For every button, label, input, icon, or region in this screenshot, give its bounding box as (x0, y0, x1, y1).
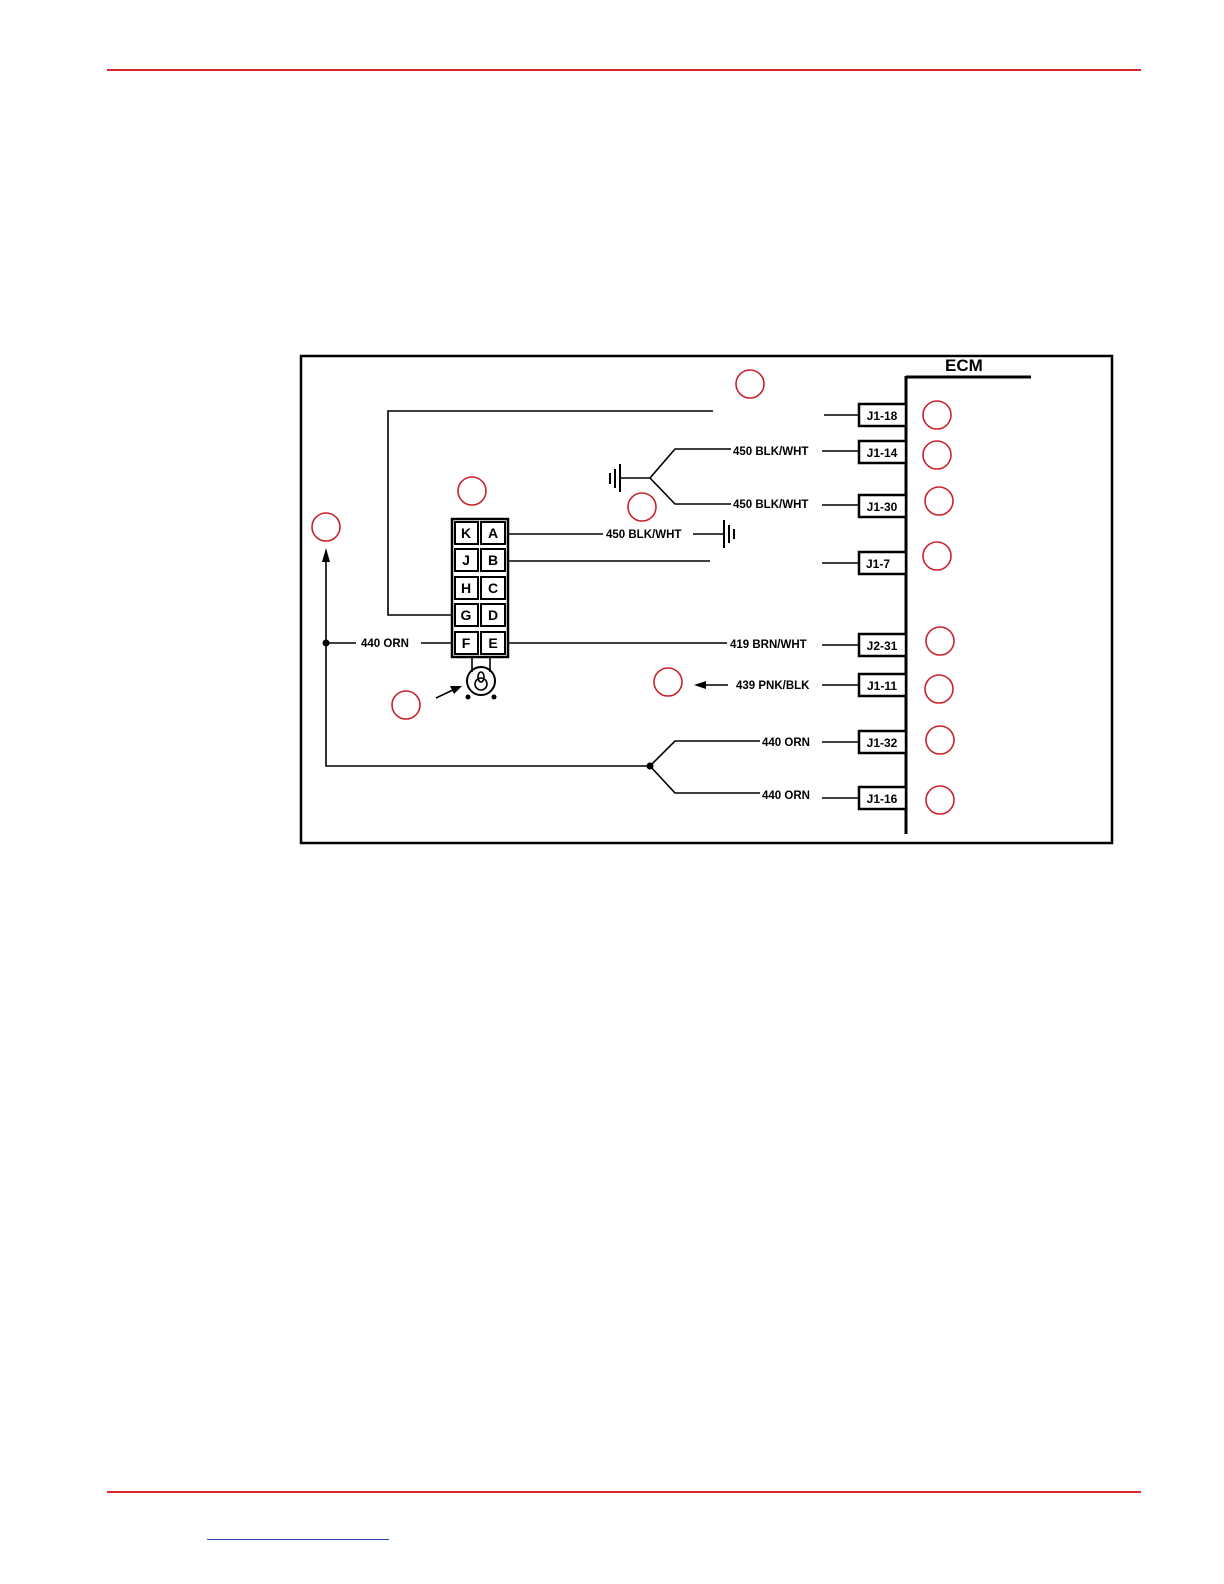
callout-marker (926, 627, 954, 655)
wire-label-j1-11: 439 PNK/BLK (736, 680, 810, 692)
wire-label-j1-14: 450 BLK/WHT (733, 446, 808, 458)
footer-rule (107, 1491, 1141, 1493)
ecm-pin-j1-18: J1-18 (859, 404, 906, 426)
connector-cell: A (488, 525, 498, 541)
svg-text:J1-11: J1-11 (867, 679, 897, 693)
wire-label-j2-31: 419 BRN/WHT (730, 639, 807, 651)
connector-cell: B (488, 552, 498, 568)
wire-label-pin-f: 440 ORN (361, 638, 409, 650)
callout-markers (312, 370, 954, 814)
connector-cell: J (462, 552, 470, 568)
callout-marker (925, 487, 953, 515)
connector-cell: F (462, 635, 471, 651)
callout-marker (926, 786, 954, 814)
junction-dot (647, 763, 654, 770)
connector-block: K A J B H C G D F E (452, 519, 508, 657)
wire-label-j1-32: 440 ORN (762, 737, 810, 749)
arrow-pointer-icon (436, 686, 462, 698)
callout-marker (923, 542, 951, 570)
arrow-up-icon (322, 548, 330, 562)
svg-text:J1-7: J1-7 (866, 557, 890, 571)
callout-marker (736, 370, 764, 398)
connector-cell: H (461, 580, 471, 596)
callout-marker (628, 493, 656, 521)
svg-text:J1-30: J1-30 (867, 500, 898, 514)
arrow-left-icon (694, 681, 728, 689)
ecm-label: ECM (945, 356, 983, 375)
svg-text:J1-16: J1-16 (867, 792, 898, 806)
wire-label-pin-a: 450 BLK/WHT (606, 529, 681, 541)
ecm-block: ECM (906, 356, 1031, 834)
sensor-icon (466, 667, 497, 700)
connector-cell: E (488, 635, 497, 651)
callout-marker (312, 513, 340, 541)
connector-cell: K (461, 525, 471, 541)
junction-dot (323, 640, 330, 647)
callout-marker (392, 691, 420, 719)
diagram-frame (301, 356, 1112, 843)
ecm-pin-j2-31: J2-31 (859, 634, 906, 656)
ecm-pin-j1-32: J1-32 (859, 731, 906, 753)
callout-marker (458, 477, 486, 505)
connector-cell: D (488, 607, 498, 623)
ecm-pin-j1-7: J1-7 (859, 552, 906, 574)
callout-marker (923, 441, 951, 469)
ecm-pin-j1-16: J1-16 (859, 787, 906, 809)
ecm-pin-j1-14: J1-14 (859, 441, 906, 463)
callout-marker (654, 668, 682, 696)
svg-text:J2-31: J2-31 (867, 639, 898, 653)
wire-label-j1-30: 450 BLK/WHT (733, 499, 808, 511)
callout-marker (925, 675, 953, 703)
connector-cell: C (488, 580, 498, 596)
wire-label-j1-16: 440 ORN (762, 790, 810, 802)
ecm-pin-j1-11: J1-11 (859, 674, 906, 696)
connector-cell: G (461, 607, 472, 623)
svg-text:J1-14: J1-14 (867, 446, 898, 460)
callout-marker (926, 726, 954, 754)
ground-symbol-right (724, 520, 734, 548)
ecm-pin-j1-30: J1-30 (859, 495, 906, 517)
footer-link-underline[interactable] (207, 1539, 389, 1540)
ground-symbol-left (610, 464, 620, 492)
callout-marker (923, 401, 951, 429)
svg-text:J1-32: J1-32 (867, 736, 898, 750)
svg-text:J1-18: J1-18 (867, 409, 898, 423)
